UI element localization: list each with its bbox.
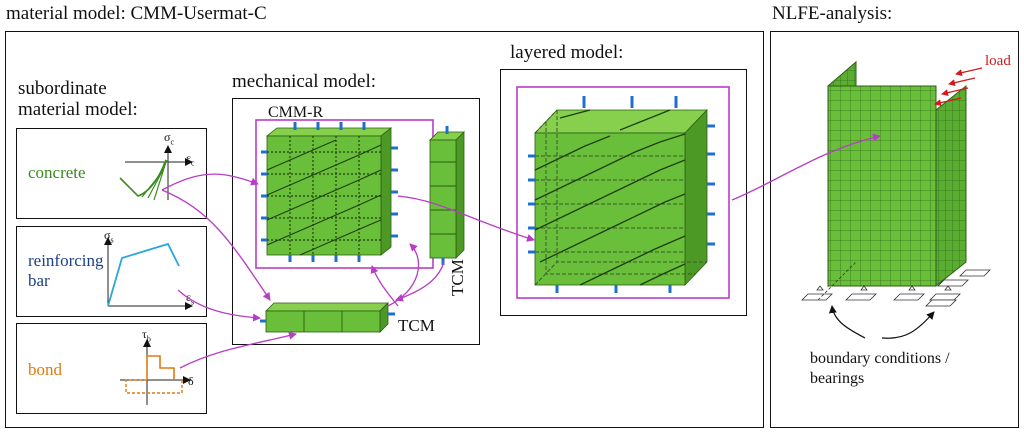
concrete-label: concrete	[28, 163, 86, 182]
tcm-horizontal-element	[260, 302, 395, 333]
cmm-r-element	[255, 119, 434, 269]
nlfe-analysis-header: NLFE-analysis:	[772, 3, 893, 24]
concrete-stress-strain-plot	[119, 145, 193, 201]
concrete-y-axis-label: σc	[164, 130, 175, 147]
reinforcing-bar-label-line1: reinforcing	[28, 251, 104, 270]
bar-x-axis-label: εs	[186, 290, 195, 307]
concrete-model-box	[16, 128, 207, 219]
load-label: load	[985, 53, 1011, 69]
tcm-bottom-label: TCM	[398, 316, 435, 335]
layered-model-element	[516, 86, 730, 299]
boundary-pointer-arrows	[828, 305, 935, 339]
reinforcing-bar-label-line2: bar	[28, 271, 50, 290]
bar-y-axis-label: σs	[104, 228, 114, 245]
boundary-conditions-line2: bearings	[810, 370, 865, 387]
layered-model-title: layered model:	[510, 42, 624, 63]
bond-model-box	[16, 323, 207, 414]
bond-y-axis-label: τb	[142, 327, 151, 344]
boundary-conditions-line1: boundary conditions /	[810, 350, 950, 367]
tcm-vertical-element	[429, 126, 465, 265]
nlfe-mesh-structure	[801, 60, 991, 307]
bond-slip-plot	[120, 339, 191, 405]
material-model-header: material model: CMM-Usermat-C	[6, 3, 267, 24]
mechanical-model-title: mechanical model:	[232, 71, 377, 92]
subordinate-title-line1: subordinate	[18, 78, 107, 99]
cmm-r-label: CMM-R	[268, 104, 324, 121]
load-arrows	[934, 67, 983, 107]
subordinate-title-line2: material model:	[18, 99, 138, 120]
bond-label: bond	[28, 360, 62, 379]
connection-arrows	[161, 133, 881, 369]
reinforcing-bar-stress-strain-plot	[104, 237, 193, 310]
